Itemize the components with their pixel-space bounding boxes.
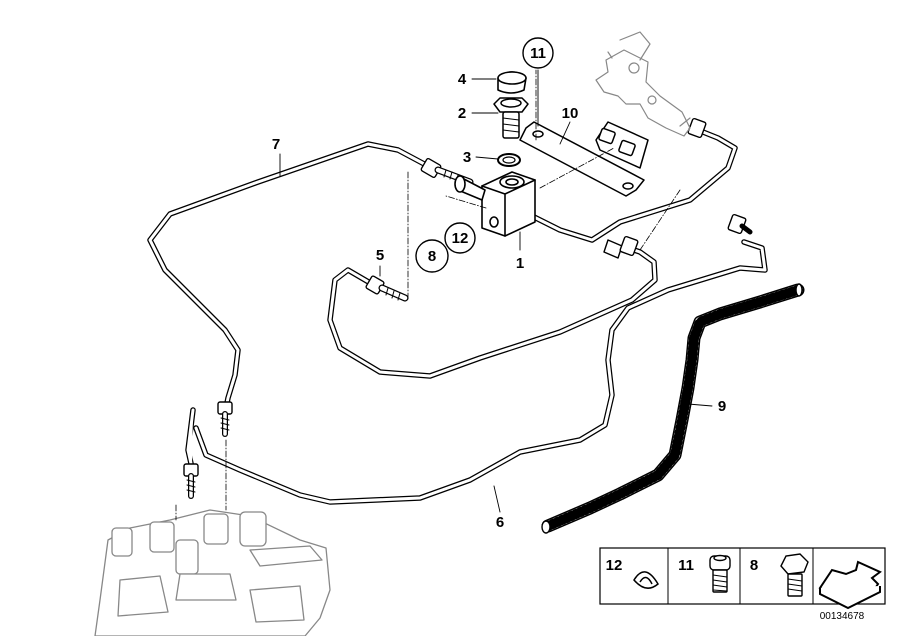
- callout-3: 3: [463, 149, 471, 166]
- cap-4: [497, 71, 527, 94]
- leader-lines: [279, 69, 713, 513]
- callout-8: 8: [428, 248, 436, 265]
- fitting-upper-right: [687, 117, 707, 139]
- reference-number: 00134678: [820, 611, 865, 622]
- fitting-right-6: [727, 213, 753, 235]
- callout-10: 10: [562, 105, 579, 122]
- legend-12-label: 12: [606, 557, 623, 574]
- fitting-lower-left-b: [183, 407, 199, 499]
- junction-block: [454, 171, 536, 237]
- hydraulic-unit: [94, 509, 331, 636]
- callout-1: 1: [516, 255, 524, 272]
- legend-11-label: 11: [678, 557, 694, 574]
- brake-line-middle: [327, 245, 658, 379]
- brake-line-7: [147, 141, 431, 411]
- callout-12: 12: [452, 230, 469, 247]
- legend-8-label: 8: [750, 557, 758, 574]
- socket-screw-icon: [709, 554, 731, 593]
- callout-9: 9: [718, 398, 726, 415]
- callout-11: 11: [530, 45, 546, 62]
- bracket-10: [519, 121, 649, 197]
- callout-4: 4: [458, 71, 467, 88]
- navigation-arrow-icon[interactable]: [818, 560, 882, 610]
- connection-lines: [175, 69, 681, 521]
- hex-bolt-icon: [780, 553, 809, 597]
- mounting-bracket: [595, 31, 691, 137]
- fitting-lower-left-a: [217, 401, 233, 437]
- brake-line-6: [193, 239, 768, 505]
- hose-9: [541, 283, 805, 534]
- callout-6: 6: [496, 514, 504, 531]
- callout-2: 2: [458, 105, 466, 122]
- clip-icon: [633, 571, 659, 589]
- callout-7: 7: [272, 136, 280, 153]
- brake-line-upper-right: [527, 127, 738, 243]
- callout-5: 5: [376, 247, 384, 264]
- fitting-5: [365, 275, 409, 302]
- callout-circles: [415, 37, 554, 273]
- fitting-2: [493, 97, 529, 139]
- fitting-right-middle: [603, 235, 639, 259]
- washer-3: [497, 153, 521, 167]
